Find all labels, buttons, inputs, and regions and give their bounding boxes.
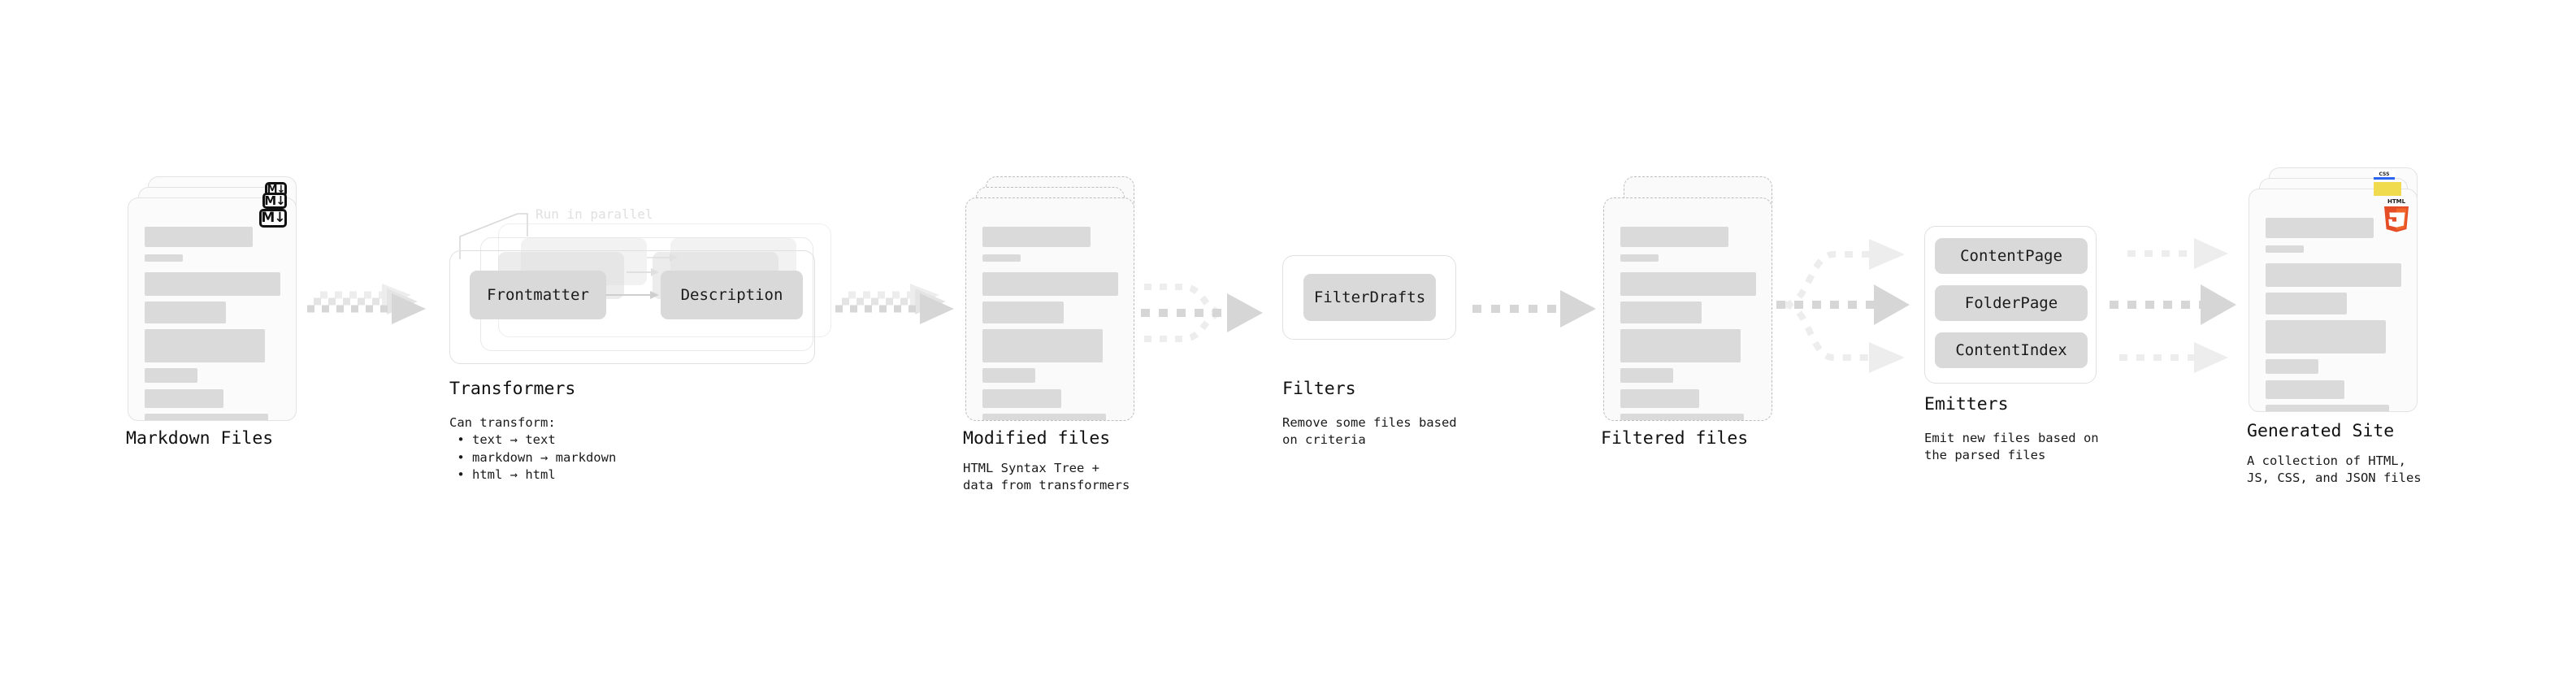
transformer-arrow-front (605, 291, 659, 299)
stage-emitters: ContentPage FolderPage ContentIndex (1924, 226, 2097, 384)
skeleton-bar (2266, 405, 2389, 411)
skeleton-bar (145, 272, 280, 296)
generated-site-card-stack: CSS HTML (2249, 167, 2418, 412)
arrow-head (1227, 293, 1263, 332)
fan-out-top (1784, 251, 1872, 308)
arrow-head (1874, 284, 1910, 325)
caption-emitters: Emitters (1924, 394, 2009, 414)
skeleton-bar (982, 329, 1103, 362)
stage-generated-site: CSS HTML (2249, 167, 2418, 412)
transformer-group-front (449, 250, 815, 364)
transformer-node-description[interactable]: Description (661, 271, 803, 319)
skeleton-bar (2266, 293, 2347, 314)
arrow-head (392, 293, 426, 324)
subcaption-transformers: Can transform: • text → text • markdown … (449, 415, 617, 483)
arrow-head (1560, 290, 1596, 327)
css-icon: CSS (2374, 170, 2395, 180)
fan-out-bottom (1784, 301, 1872, 361)
skeleton-bar (145, 227, 253, 247)
skeleton-bar (145, 414, 268, 420)
skeleton-bar (1620, 254, 1659, 262)
arrow-head (2194, 342, 2228, 373)
skeleton-bar (982, 414, 1106, 420)
subcaption-emitters: Emit new files based on the parsed files (1924, 431, 2099, 463)
card-front (128, 197, 297, 421)
filtered-card-stack (1603, 176, 1772, 421)
card-front (1603, 197, 1772, 421)
parallel-bracket (459, 213, 528, 259)
arrow-head (1869, 239, 1905, 270)
skeleton-bar (2266, 263, 2401, 287)
skeleton-bar (2266, 359, 2318, 374)
skeleton-bar (145, 254, 183, 262)
skeleton-bar (1620, 301, 1702, 323)
stage-transformers: Run in parallel Frontmatter Description (449, 201, 831, 364)
html5-icon: HTML (2382, 197, 2411, 232)
subcaption-modified-files: HTML Syntax Tree + data from transformer… (963, 461, 1130, 493)
label-run-in-parallel: Run in parallel (536, 206, 653, 222)
markdown-icon: M↓ (259, 209, 287, 228)
caption-transformers: Transformers (449, 379, 576, 399)
caption-markdown-files: Markdown Files (126, 428, 274, 449)
arrow-head (2201, 284, 2236, 325)
transformer-node-frontmatter[interactable]: Frontmatter (470, 271, 606, 319)
css-label: CSS (2379, 171, 2390, 177)
connector-filtered-to-emitters (1776, 228, 1927, 382)
subcaption-filters: Remove some files based on criteria (1282, 415, 1457, 448)
html5-wordmark: HTML (2387, 198, 2406, 205)
markdown-card-stack: M↓ M↓ M↓ (128, 176, 297, 421)
skeleton-bar (982, 389, 1061, 408)
skeleton-bar (1620, 272, 1756, 296)
skeleton-bar (1620, 329, 1741, 362)
filters-group-box: FilterDrafts (1282, 255, 1456, 340)
skeleton-bar (2266, 380, 2344, 399)
arrow-layer-front (307, 293, 426, 324)
skeleton-bar (1620, 389, 1699, 408)
stage-filtered-files (1603, 176, 1772, 421)
connector-transformers-to-modified (835, 280, 982, 345)
connector-emitters-to-site (2110, 229, 2256, 384)
skeleton-bar (2266, 320, 2386, 354)
skeleton-bar (982, 368, 1035, 383)
skeleton-bar (145, 389, 223, 408)
skeleton-bar (2266, 218, 2374, 238)
arrow-head (1869, 342, 1905, 373)
caption-filtered-files: Filtered files (1601, 428, 1749, 449)
stage-markdown-files: M↓ M↓ M↓ (128, 176, 297, 421)
caption-filters: Filters (1282, 379, 1356, 399)
js-icon (2374, 182, 2401, 196)
skeleton-bar (982, 254, 1021, 262)
skeleton-bar (145, 329, 265, 362)
arrow-head (920, 293, 954, 324)
emitter-node-contentpage[interactable]: ContentPage (1935, 238, 2088, 274)
caption-modified-files: Modified files (963, 428, 1111, 449)
emitter-node-folderpage[interactable]: FolderPage (1935, 285, 2088, 321)
modified-card-stack (965, 176, 1134, 421)
skeleton-bar (145, 368, 197, 383)
css-underline (2374, 177, 2395, 180)
skeleton-bar (982, 301, 1064, 323)
connector-filters-to-filtered (1472, 284, 1607, 333)
skeleton-bar (1620, 368, 1673, 383)
emitters-group-box: ContentPage FolderPage ContentIndex (1924, 226, 2097, 384)
subcaption-generated-site: A collection of HTML, JS, CSS, and JSON … (2247, 453, 2422, 486)
skeleton-bar (1620, 414, 1744, 420)
transformer-arrow-back-1 (627, 268, 659, 276)
stage-filters: FilterDrafts (1282, 255, 1456, 340)
card-front (965, 197, 1134, 421)
markdown-icon: M↓ (262, 193, 287, 209)
filter-node-filterdrafts[interactable]: FilterDrafts (1303, 274, 1436, 321)
skeleton-bar (145, 301, 226, 323)
skeleton-bar (982, 272, 1118, 296)
stage-modified-files (965, 176, 1134, 421)
skeleton-bar (2266, 245, 2304, 253)
arrow-head (2194, 238, 2228, 269)
skeleton-bar (982, 227, 1091, 247)
connector-modified-to-filters (1136, 264, 1282, 362)
skeleton-bar (1620, 227, 1728, 247)
caption-generated-site: Generated Site (2247, 421, 2395, 441)
emitter-node-contentindex[interactable]: ContentIndex (1935, 332, 2088, 368)
connector-md-to-transformers (307, 280, 453, 345)
